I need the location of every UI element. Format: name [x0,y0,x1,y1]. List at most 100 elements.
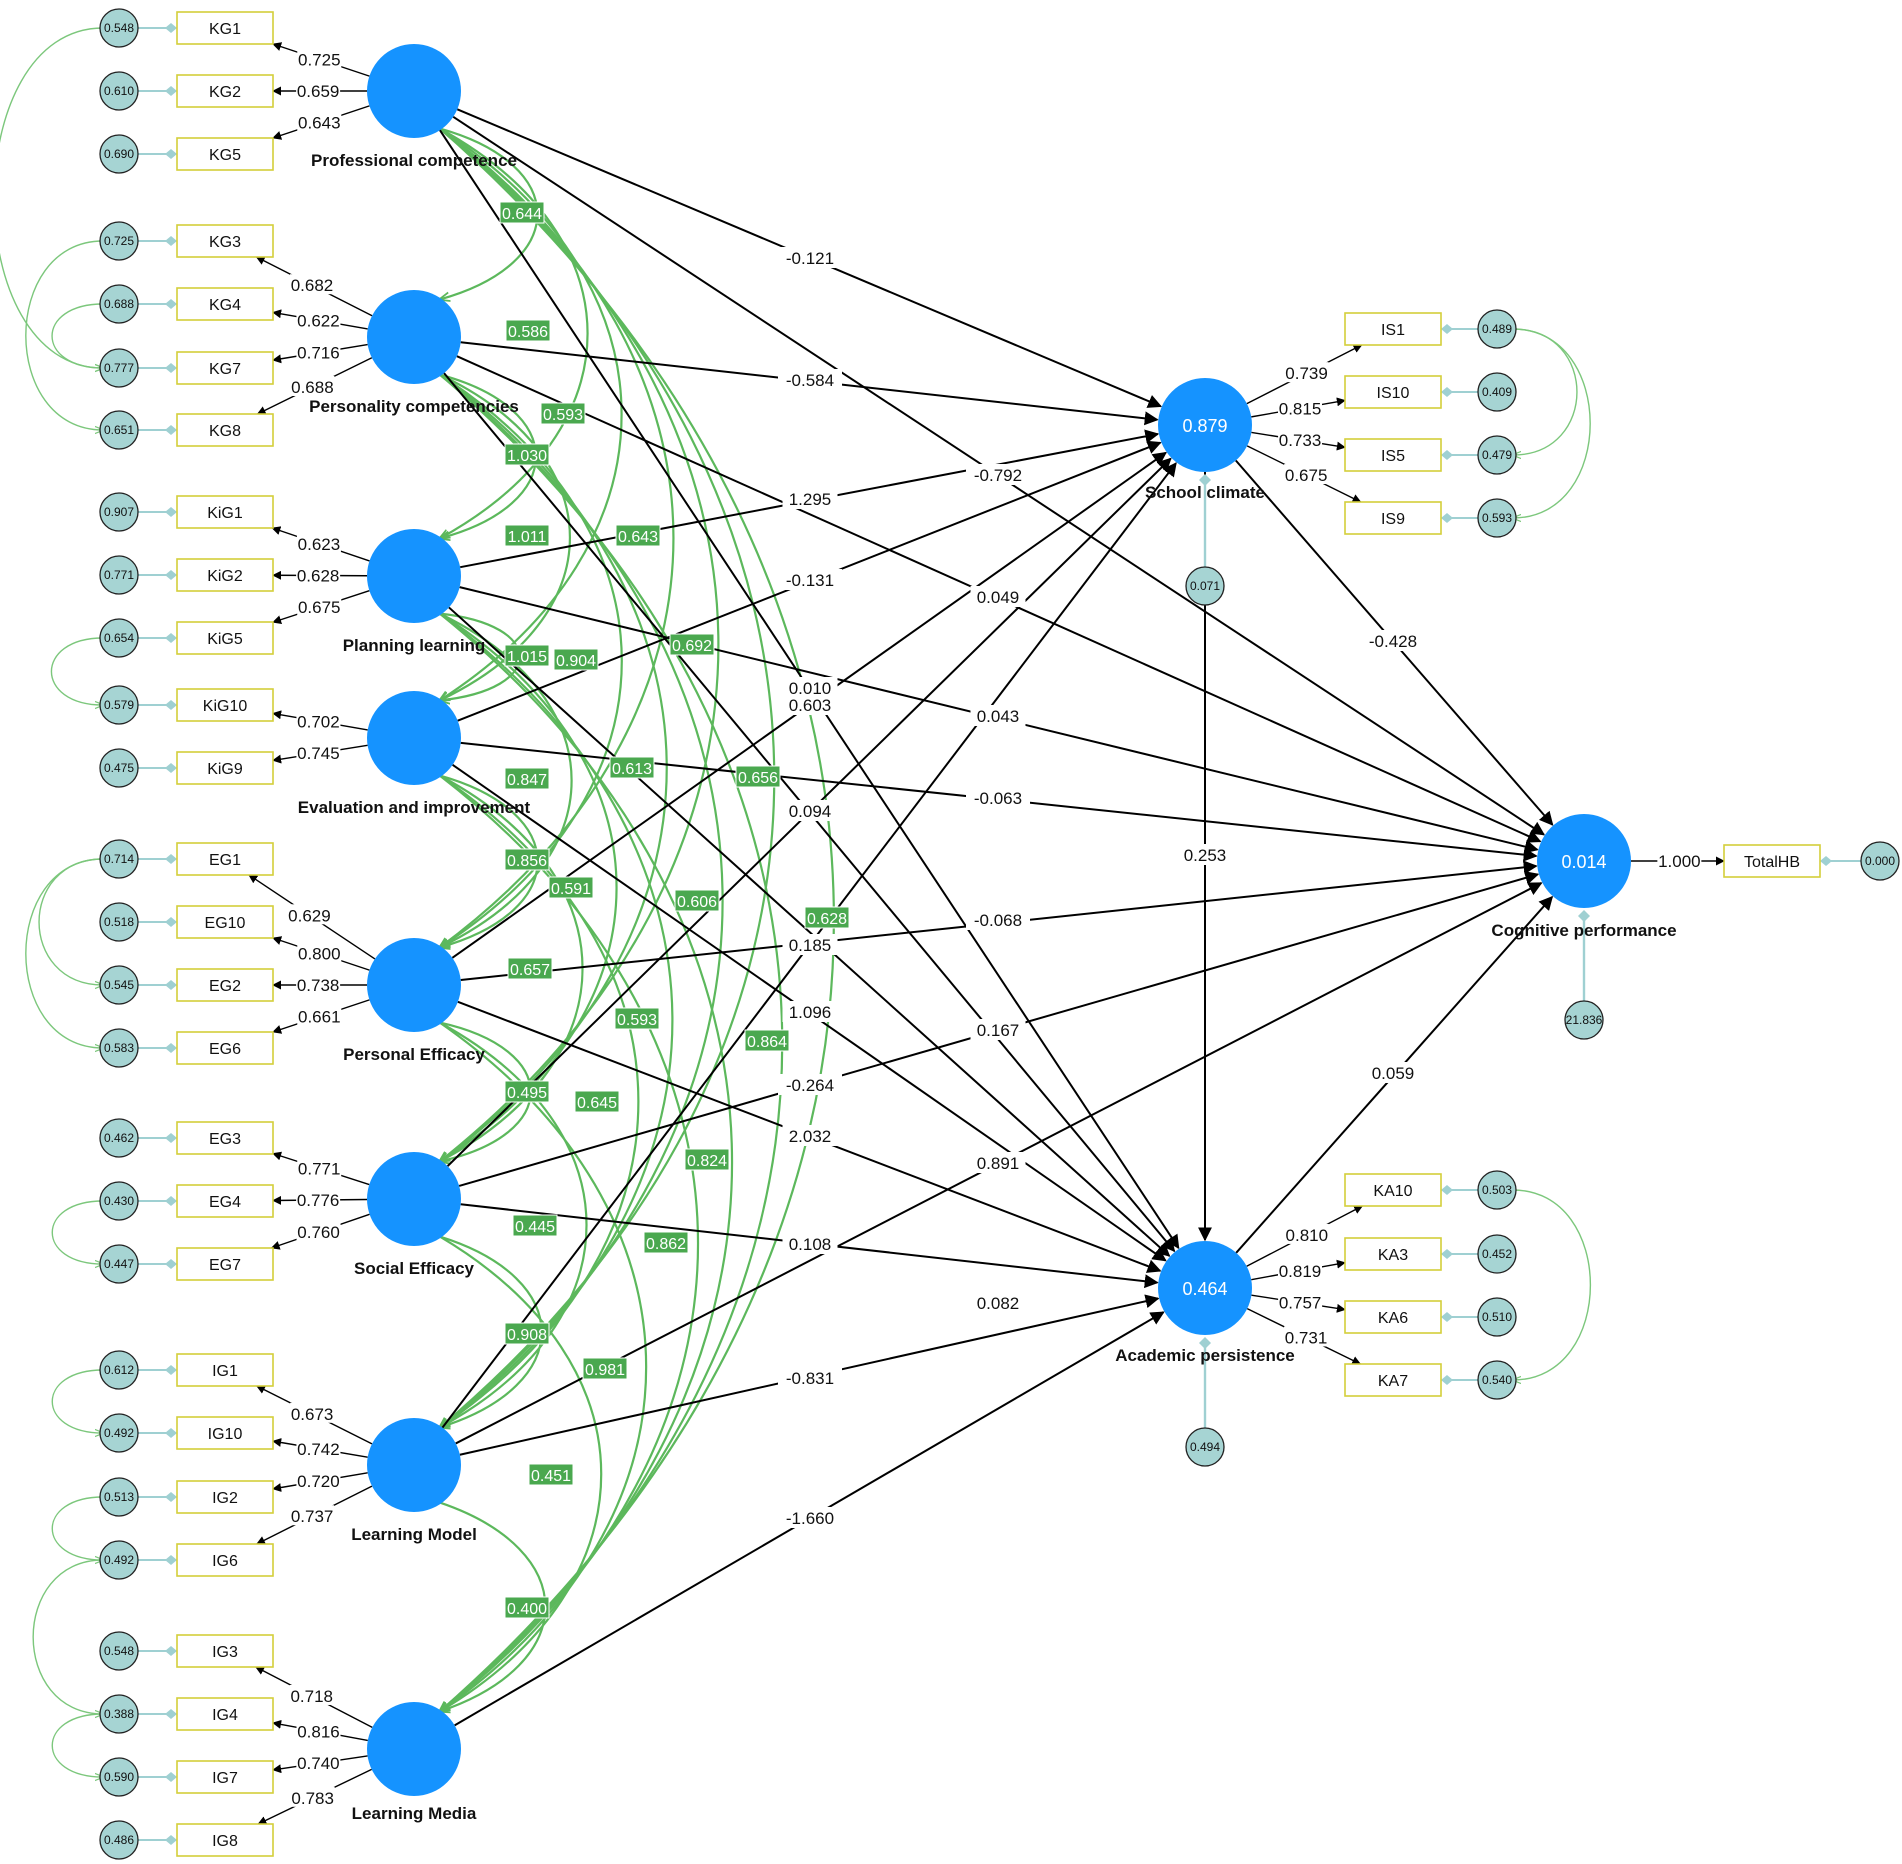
latent-cognitive-performance [1537,814,1631,908]
indicator-box-ka10 [1344,1173,1442,1207]
path-label-bg [778,369,842,390]
error-covariance-ig4-ig7 [51,1714,103,1777]
path-label-bg [782,677,838,698]
loading-value: 0.738 [297,976,340,995]
error-value: 0.479 [1482,448,1512,462]
covariance-curve-se-lmd [440,1237,603,1712]
covariance-label-box [669,633,715,656]
loading-label-bg [1278,429,1323,450]
path-coefficient: 0.167 [977,1021,1020,1040]
error-term-kig2 [99,555,139,595]
error-term-ig7 [99,1757,139,1797]
covariance-label-box [614,1007,660,1030]
covariance-curve-pc-pl [440,129,589,539]
covariance-label-box [504,848,550,871]
loading-label-bg [1657,850,1702,870]
loading-label-bg [296,1437,341,1458]
loading-label-bg [287,904,332,925]
indicator-label-kg3: KG3 [209,234,241,251]
indicator-label-kig9: KiG9 [207,761,243,778]
indicator-label-eg10: EG10 [205,915,246,932]
covariance-label: 0.864 [747,1034,787,1051]
covariance-curve-pl-pe [440,614,573,948]
latent-social-efficacy [367,1152,461,1246]
loading-value: 0.810 [1286,1226,1329,1245]
error-term-kg5 [99,134,139,174]
loading-label-bg [296,1189,341,1210]
loading-value: 0.742 [297,1440,340,1459]
path-coefficient: -0.831 [786,1369,834,1388]
latent-academic-persistence [1158,1241,1252,1335]
covariance-label: 1.011 [508,529,547,546]
indicator-box-totalhb [1723,844,1821,878]
latent-error-diamond [1199,1337,1211,1349]
covariance-label-box [504,1596,550,1619]
loading-label-bg [296,309,341,330]
covariance-label: 0.445 [515,1219,555,1236]
error-term-ig8 [99,1820,139,1860]
latent-personal-efficacy [367,938,461,1032]
error-value: 0.651 [104,423,134,437]
error-value: 0.777 [104,361,134,375]
loading-label-bg [297,942,342,963]
error-term-kig10 [99,685,139,725]
path-label-bg [1365,1062,1421,1083]
path-coefficient: -0.428 [1369,632,1417,651]
path-coefficient: 0.049 [977,588,1020,607]
error-value: 0.492 [104,1553,134,1567]
loading-label-bg [290,1505,335,1526]
path-coefficient: 0.059 [1372,1064,1415,1083]
loading-value: 0.776 [297,1191,340,1210]
path-coefficient: -1.660 [786,1509,834,1528]
loading-label-bg [290,376,335,397]
loading-label-bg [1278,1291,1323,1312]
indicator-box-ig7 [176,1760,274,1794]
indicator-box-kig2 [176,558,274,592]
latent-label-planning-learning: Planning learning [343,636,486,655]
error-link-diamond [165,1428,177,1438]
error-link-diamond [165,763,177,773]
error-covariance-eg1-eg6 [25,859,103,1048]
indicator-box-ig8 [176,1823,274,1857]
covariance-label: 0.847 [507,772,547,789]
error-term-kig5 [99,618,139,658]
error-value: 0.771 [104,568,134,582]
covariance-curve-ei-se [440,776,584,1162]
error-link-diamond [165,1772,177,1782]
loading-value: 0.716 [297,344,340,363]
error-covariance-kig5-kig10 [50,638,103,705]
covariance-label: 0.606 [677,894,717,911]
path-coefficient: -0.131 [786,571,834,590]
error-value: 0.492 [104,1426,134,1440]
indicator-label-kg2: KG2 [209,84,241,101]
loading-label-bg [290,1786,335,1807]
loading-value: 0.771 [298,1159,341,1178]
error-value: 0.489 [1482,322,1512,336]
covariance-label-box [548,876,594,899]
indicator-label-ka6: KA6 [1378,1310,1408,1327]
indicator-box-ka6 [1344,1300,1442,1334]
loading-value: 0.661 [298,1008,341,1027]
path-label-bg [970,1019,1026,1040]
path-label-bg [1361,630,1425,651]
error-value: 0.612 [104,1363,134,1377]
error-covariance-kg3-kg8 [25,241,103,430]
error-value: 0.430 [104,1194,134,1208]
path-coefficient: 0.043 [977,707,1020,726]
loading-value: 0.623 [298,535,341,554]
error-link-diamond [1441,1185,1453,1195]
covariance-label-box [504,443,550,466]
error-covariance-ig1-ig10 [51,1370,103,1433]
latent-label-professional-competence: Professional competence [311,151,517,170]
covariance-label: 1.030 [507,448,547,465]
indicator-label-eg4: EG4 [209,1194,241,1211]
error-link-diamond [1441,1375,1453,1385]
loading-value: 1.000 [1658,852,1701,871]
covariance-label: 0.904 [556,653,596,670]
loading-label-bg [297,1005,342,1026]
covariance-label-box [643,1231,689,1254]
covariance-label-box [528,1463,574,1486]
error-link-diamond [1441,513,1453,523]
covariance-label: 0.586 [508,324,548,341]
covariance-label: 0.657 [510,962,550,979]
